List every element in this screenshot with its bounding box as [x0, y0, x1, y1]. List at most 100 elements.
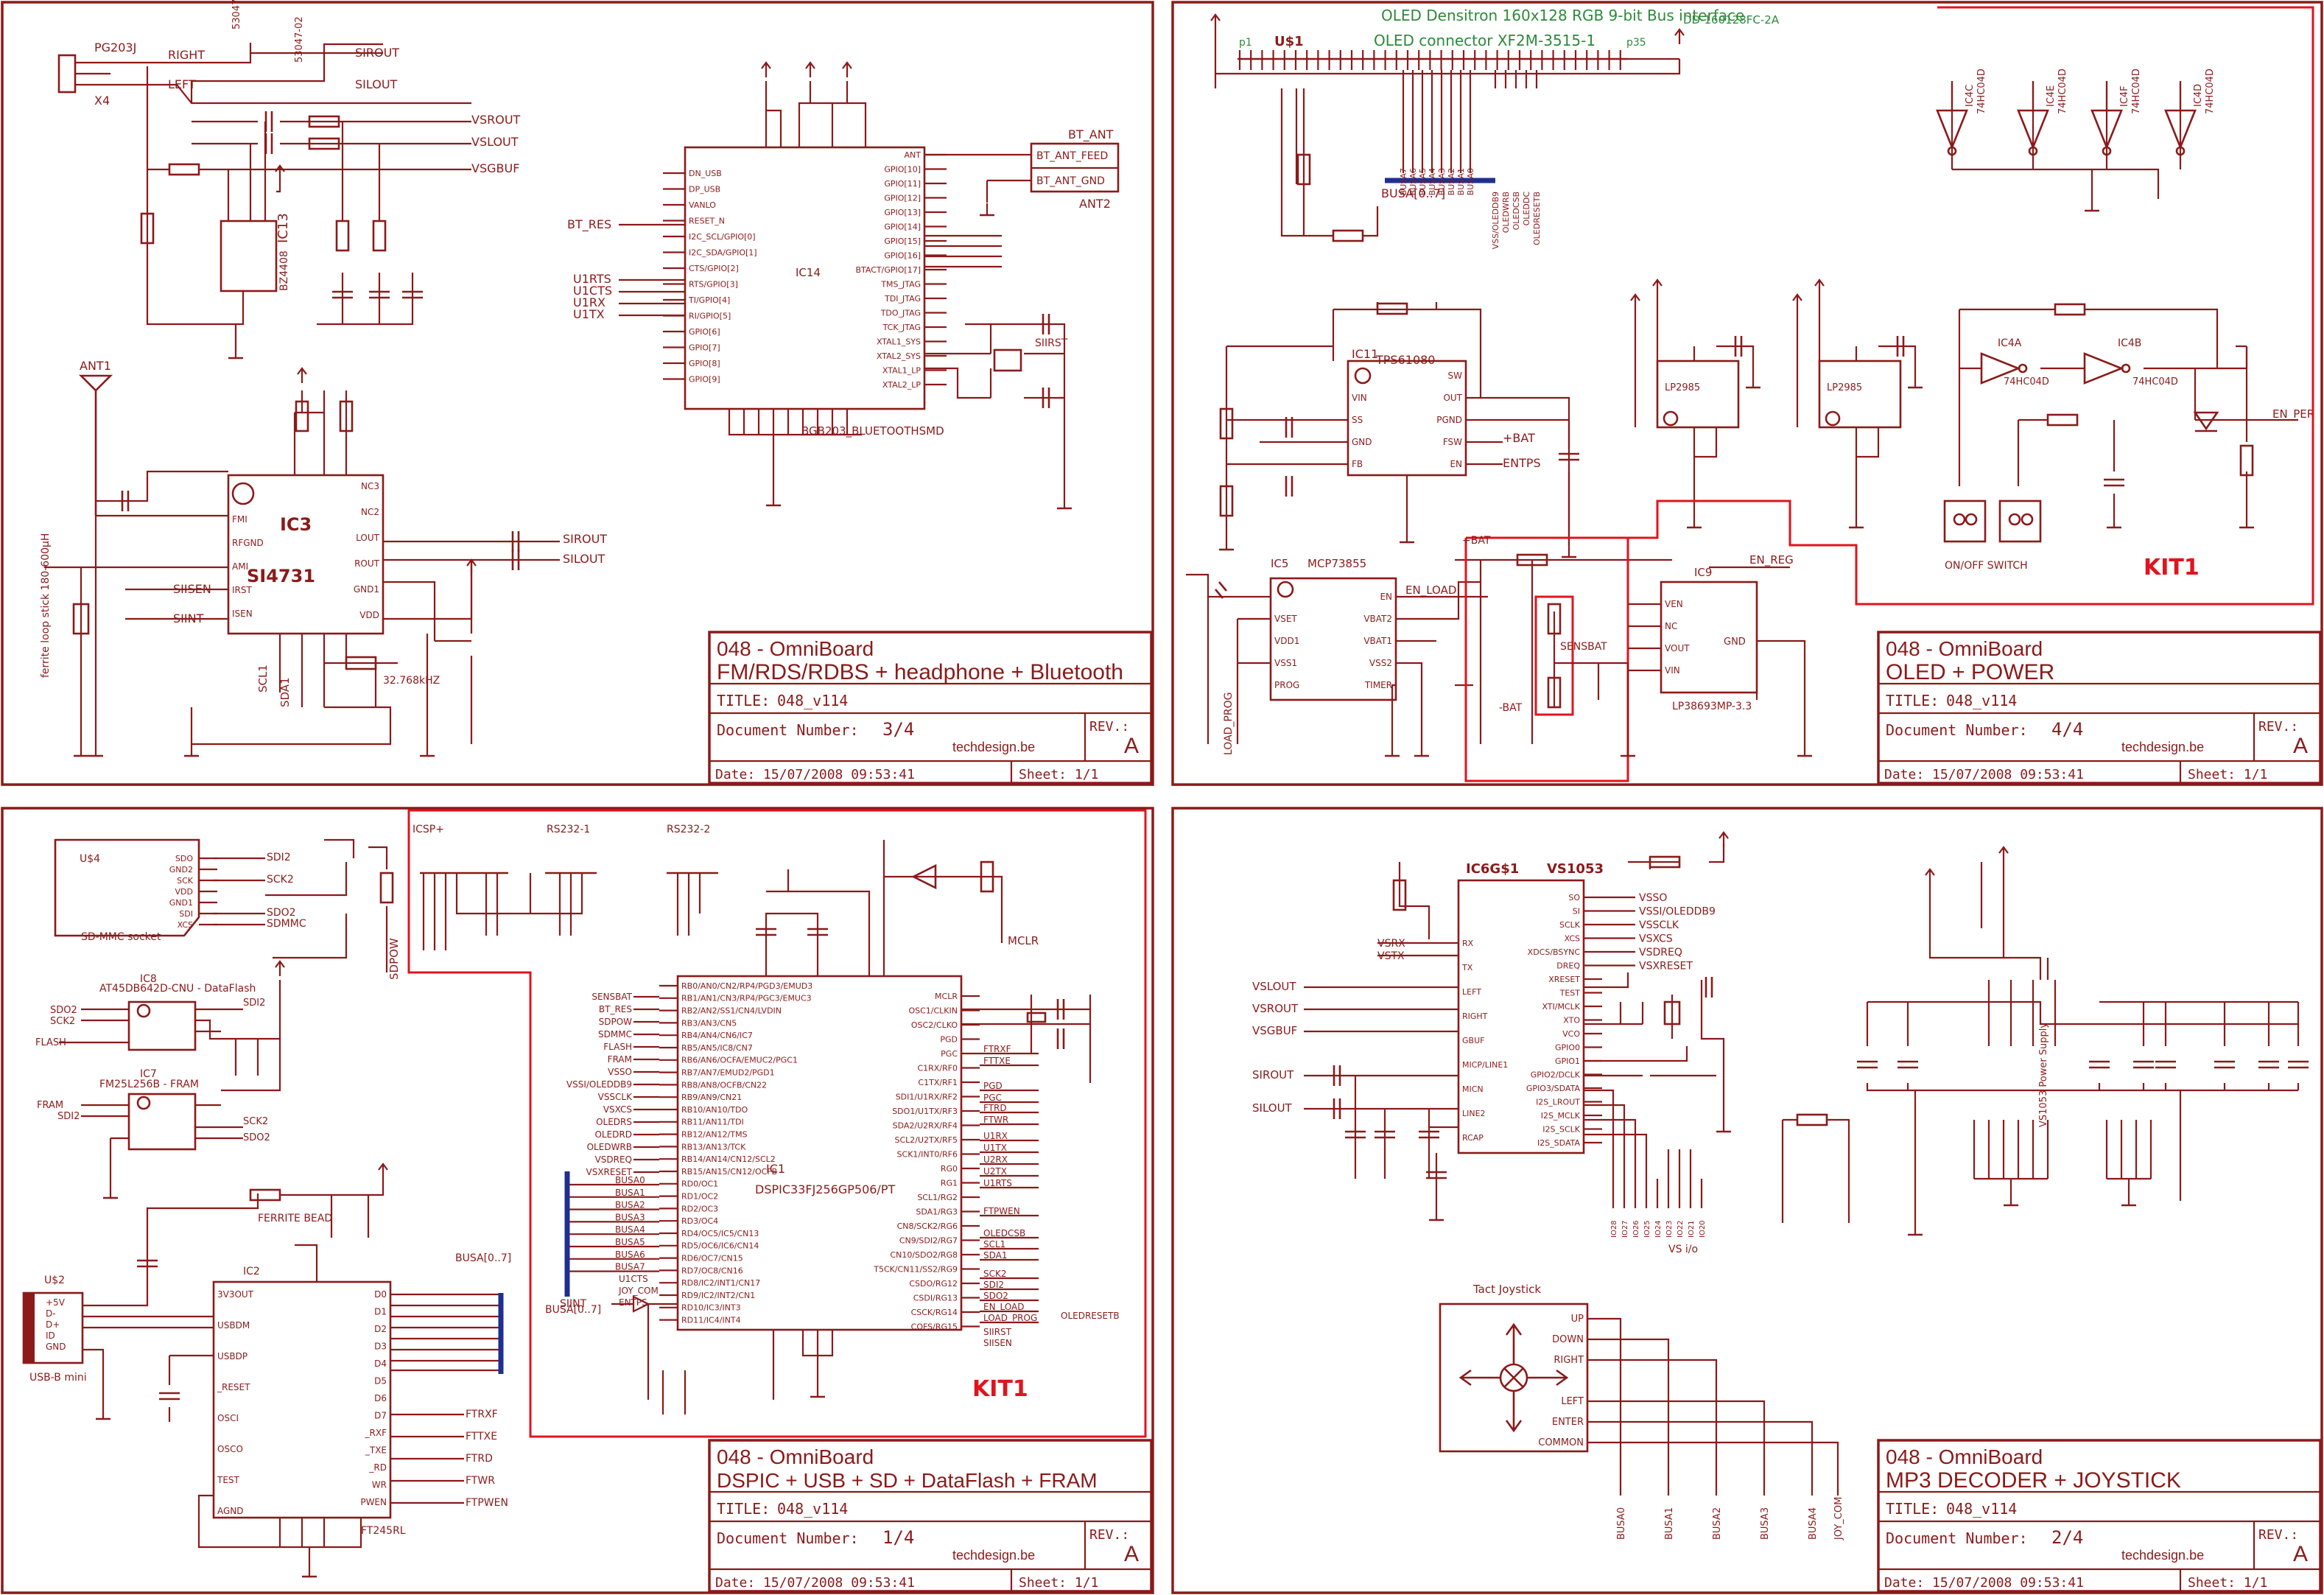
- pin-label: DN_USB: [689, 169, 722, 178]
- ic5-part: MCP73855: [1307, 557, 1366, 570]
- pin-label: VIN: [1665, 665, 1680, 676]
- pin-label: CN8/SCK2/RG6: [897, 1221, 958, 1231]
- ic3-part: SI4731: [247, 566, 315, 586]
- sd-pin-label: GND2: [169, 865, 193, 874]
- pin-label: VSS1: [1274, 658, 1297, 668]
- pin-label: T5CK/CN11/SS2/RG9: [873, 1264, 958, 1274]
- ic9-gnd: GND: [1724, 637, 1746, 648]
- pin-label: AGND: [217, 1506, 244, 1516]
- ic6-part: VS1053: [1547, 861, 1604, 877]
- oled-p1: p1: [1239, 37, 1252, 49]
- pin-label: TMS_JTAG: [880, 279, 921, 289]
- pin-label: SI: [1573, 906, 1580, 916]
- pin-label: MCLR: [935, 992, 958, 1001]
- ic1-net-label: VSSCLK: [598, 1092, 633, 1102]
- pin-label: GPIO[9]: [689, 374, 720, 384]
- joystick-net-label: BUSA4: [1808, 1507, 1819, 1540]
- ic1-net-label: U1RX: [983, 1131, 1008, 1141]
- pin-label: RD5/OC6/IC6/CN14: [681, 1241, 759, 1251]
- title-field-label: TITLE:: [1886, 1500, 1939, 1518]
- net-sdi2-b: SDI2: [243, 998, 265, 1009]
- net-sirout: SIROUT: [1252, 1068, 1294, 1082]
- pin-label: C1RX/RF0: [917, 1063, 958, 1073]
- reg-b-part: LP2985: [1827, 382, 1862, 393]
- pin-label: VBAT1: [1363, 636, 1392, 646]
- pin-label: RD8/IC2/INT1/CN17: [681, 1278, 760, 1288]
- pin-label: USBDM: [217, 1320, 250, 1331]
- pin-label: XTAL1_SYS: [877, 337, 921, 346]
- sheet-number: 048 - OmniBoard: [717, 1445, 874, 1468]
- bus-net-label: BUSA6: [615, 1249, 645, 1260]
- doc-number: 4/4: [2051, 719, 2083, 740]
- bus-net-label: BUSA4: [615, 1224, 645, 1235]
- vs-io-label: IO20: [1699, 1220, 1707, 1238]
- net-vsrout: VSROUT: [1252, 1002, 1299, 1015]
- pin-label: ISEN: [232, 609, 253, 619]
- joystick-net-wire: [1617, 1441, 1839, 1496]
- joystick-pin-label: LEFT: [1561, 1396, 1584, 1407]
- net-vsrx: VSRX: [1377, 938, 1405, 950]
- vs-power-label: VS1053 Power Supply: [2038, 1023, 2049, 1127]
- net-u1rts: U1RTS: [573, 272, 611, 286]
- oled-net-label: BUSA3: [1437, 168, 1447, 195]
- ic13-ref: IC13: [275, 213, 291, 243]
- net-busa-dspic: BUSA[0..7]: [545, 1304, 601, 1316]
- title-field-label: TITLE:: [717, 692, 770, 709]
- pin-label: GND1: [354, 584, 379, 595]
- net-sirout-2: SIROUT: [563, 532, 607, 546]
- net-ftrxf: FTRXF: [466, 1409, 498, 1420]
- ic5-ref: IC5: [1271, 557, 1288, 570]
- bt-ant-label: BT_ANT: [1068, 127, 1114, 142]
- pin-label: XTAL1_LP: [882, 365, 921, 375]
- net-flash: FLASH: [35, 1037, 66, 1048]
- oled-bus: BUSA[0..7]: [1381, 186, 1445, 200]
- sd-pin-label: SDO: [175, 854, 193, 863]
- ic1-net-label: VSSO: [608, 1067, 632, 1077]
- ic11-part: TPS61080: [1375, 353, 1435, 367]
- net-vslout: VSLOUT: [471, 135, 519, 149]
- pin-label: RTS/GPIO[3]: [689, 279, 738, 289]
- pin-label: DP_USB: [689, 184, 720, 194]
- net-sdi2-c: SDI2: [57, 1111, 80, 1122]
- net-siisen: SIINT: [173, 611, 204, 625]
- pin-label: RB1/AN1/CN3/RP4/PGC3/EMUC3: [681, 994, 812, 1003]
- net-u1rx: U1RX: [573, 295, 605, 309]
- net-mclr: MCLR: [1008, 934, 1039, 947]
- ic1-net-label: SDPOW: [599, 1017, 633, 1027]
- pin-label: CSDO/RG12: [909, 1279, 958, 1289]
- ic1-net-label: OLEDRS: [596, 1117, 632, 1127]
- net-entps: ENTPS: [1503, 456, 1541, 470]
- pin-label: D4: [374, 1359, 387, 1369]
- ic11-tps61080: IC11 TPS61080: [1347, 347, 1467, 477]
- sd-pin-label: VDD: [175, 887, 193, 897]
- pin-label: RD0/OC1: [681, 1179, 718, 1189]
- pin-label: CTS/GPIO[2]: [689, 264, 739, 273]
- net-ftrd: FTRD: [466, 1453, 493, 1465]
- inverter-part: 74HC04D: [2057, 69, 2068, 114]
- sheet-title: DSPIC + USB + SD + DataFlash + FRAM: [717, 1469, 1098, 1492]
- pin-label: RFGND: [232, 538, 264, 548]
- joystick-net-wire: [1617, 1338, 1670, 1496]
- net-plus-bat-2: +BAT: [1462, 535, 1491, 547]
- net-sdo2-b: SDO2: [50, 1005, 77, 1016]
- pin-label: PGND: [1436, 415, 1462, 425]
- net-en-reg: EN_REG: [1749, 553, 1794, 567]
- ic1-nets-left: SENSBATBT_RESSDPOWSDMMCFLASHFRAMVSSOVSSI…: [566, 992, 659, 1308]
- pin-label: GPIO[13]: [884, 208, 921, 217]
- ic6-net-label: VSDREQ: [1639, 947, 1682, 958]
- pin-label: D0: [374, 1289, 387, 1300]
- ic1-net-label: OLEDWRB: [587, 1142, 632, 1152]
- pin-label: SDO1/U1TX/RF3: [892, 1107, 958, 1116]
- rs232-2-label: RS232-2: [667, 824, 710, 835]
- jack-ref: X4: [94, 94, 110, 108]
- sd-ref: U$4: [80, 853, 100, 865]
- pin-label: USBDP: [217, 1351, 248, 1361]
- pin-label: SCL2/U2TX/RF5: [895, 1135, 958, 1145]
- inverter-ref: IC4F: [2119, 85, 2130, 107]
- joystick-label: Tact Joystick: [1472, 1283, 1541, 1296]
- oled-conn-ref: U$1: [1274, 34, 1304, 49]
- pin-label: D6: [374, 1393, 387, 1403]
